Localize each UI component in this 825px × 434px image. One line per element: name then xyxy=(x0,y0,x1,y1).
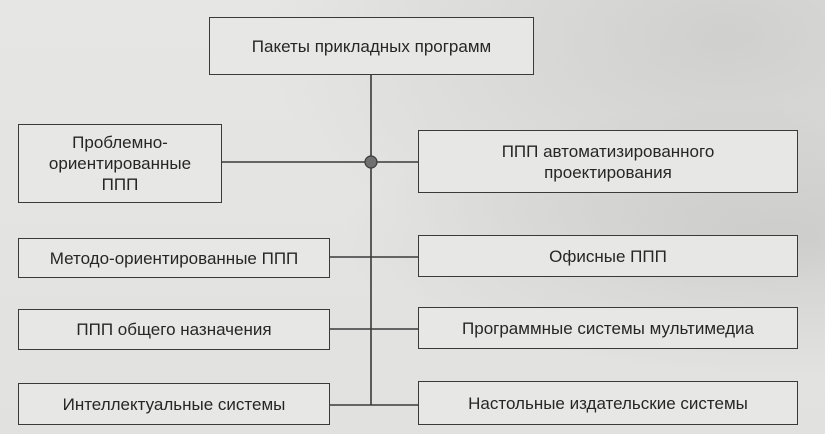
right-box-label: Офисные ППП xyxy=(549,246,667,266)
left-box-problem-oriented: Проблемно- ориентированные ППП xyxy=(18,124,222,203)
left-box-intelligent-systems: Интеллектуальные системы xyxy=(18,383,330,425)
right-box-cad: ППП автоматизированного проектирования xyxy=(418,130,798,193)
left-box-label: ППП общего назначения xyxy=(76,320,272,339)
left-box-general-purpose: ППП общего назначения xyxy=(18,309,330,350)
junction-dot xyxy=(364,155,378,169)
left-box-label: Интеллектуальные системы xyxy=(62,394,286,414)
left-box-label: Методо-ориентированные ППП xyxy=(49,248,299,268)
right-box-office: Офисные ППП xyxy=(418,235,798,277)
right-box-label: Программные системы мультимедиа xyxy=(462,318,754,338)
right-box-desktop-publishing: Настольные издательские системы xyxy=(418,381,798,425)
root-box: Пакеты прикладных программ xyxy=(209,17,534,75)
right-box-label: ППП автоматизированного проектирования xyxy=(501,141,715,182)
left-box-label: Проблемно- ориентированные ППП xyxy=(48,133,192,194)
root-label: Пакеты прикладных программ xyxy=(251,36,492,56)
left-box-method-oriented: Методо-ориентированные ППП xyxy=(18,238,330,278)
right-box-multimedia: Программные системы мультимедиа xyxy=(418,307,798,349)
right-box-label: Настольные издательские системы xyxy=(468,393,748,413)
